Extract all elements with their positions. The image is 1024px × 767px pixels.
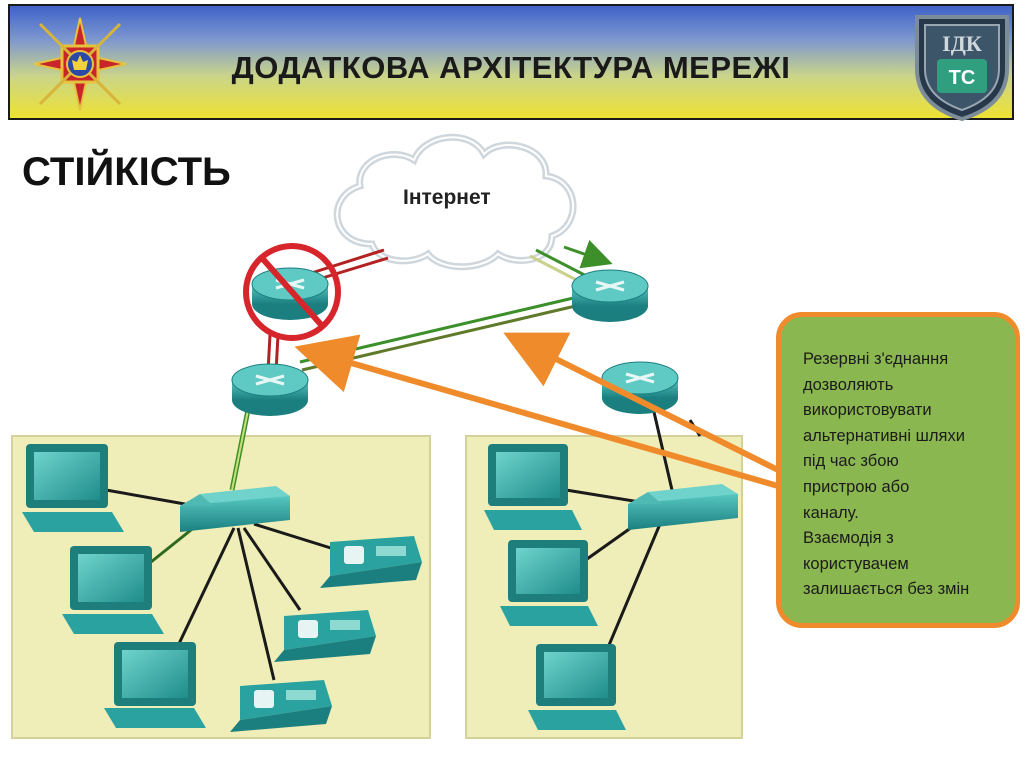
- right-logo-text-top: ІДК: [942, 31, 982, 56]
- header-bar: ДОДАТКОВА АРХІТЕКТУРА МЕРЕЖІ ІДК ТС: [8, 4, 1014, 121]
- callout-line: дозволяють: [803, 375, 894, 394]
- callout-line: залишається без змін: [803, 580, 970, 599]
- right-logo-text-mid: ТС: [949, 67, 976, 89]
- ip-phone-3: [230, 680, 332, 732]
- callout-line: пристрою або: [803, 477, 910, 496]
- ip-phone-1: [320, 536, 422, 588]
- callout-arrows: [294, 332, 780, 489]
- callout-line: Взаємодія з: [803, 529, 894, 548]
- header-title: ДОДАТКОВА АРХІТЕКТУРА МЕРЕЖІ: [231, 50, 791, 85]
- slide-subtitle: СТІЙКІСТЬ: [22, 150, 231, 194]
- pc-left-1: [22, 444, 124, 532]
- pc-left-3: [104, 642, 206, 728]
- callout-line: Резервні з'єднання: [803, 350, 949, 368]
- no-entry-sign-icon: [243, 243, 341, 341]
- internet-cloud: [333, 133, 577, 271]
- cloud-label: Інтернет: [403, 186, 491, 209]
- callout-line: альтернативні шляхи: [803, 426, 965, 445]
- router-lan-left: [231, 363, 309, 416]
- lan-cables-left: [105, 488, 351, 681]
- pc-right-2: [500, 540, 598, 626]
- itc-shield-emblem-icon: ІДК ТС: [915, 15, 1009, 121]
- callout-line: під час збою: [803, 452, 899, 471]
- router-backup: [571, 269, 649, 322]
- callout-line: використовувати: [803, 401, 932, 420]
- ip-phone-2: [274, 610, 376, 662]
- armed-forces-emblem-icon: [33, 17, 127, 111]
- switch-left: [180, 486, 290, 532]
- callout-line: каналу.: [803, 503, 859, 522]
- pc-left-2: [62, 546, 164, 634]
- callout-text: Резервні з'єднання дозволяють використов…: [803, 347, 1009, 603]
- pc-right-1: [484, 444, 582, 530]
- callout-box: Резервні з'єднання дозволяють використов…: [776, 312, 1020, 628]
- pc-right-3: [528, 644, 626, 730]
- switch-right: [628, 484, 738, 530]
- callout-line: користувачем: [803, 554, 909, 573]
- network-diagram: [11, 133, 780, 739]
